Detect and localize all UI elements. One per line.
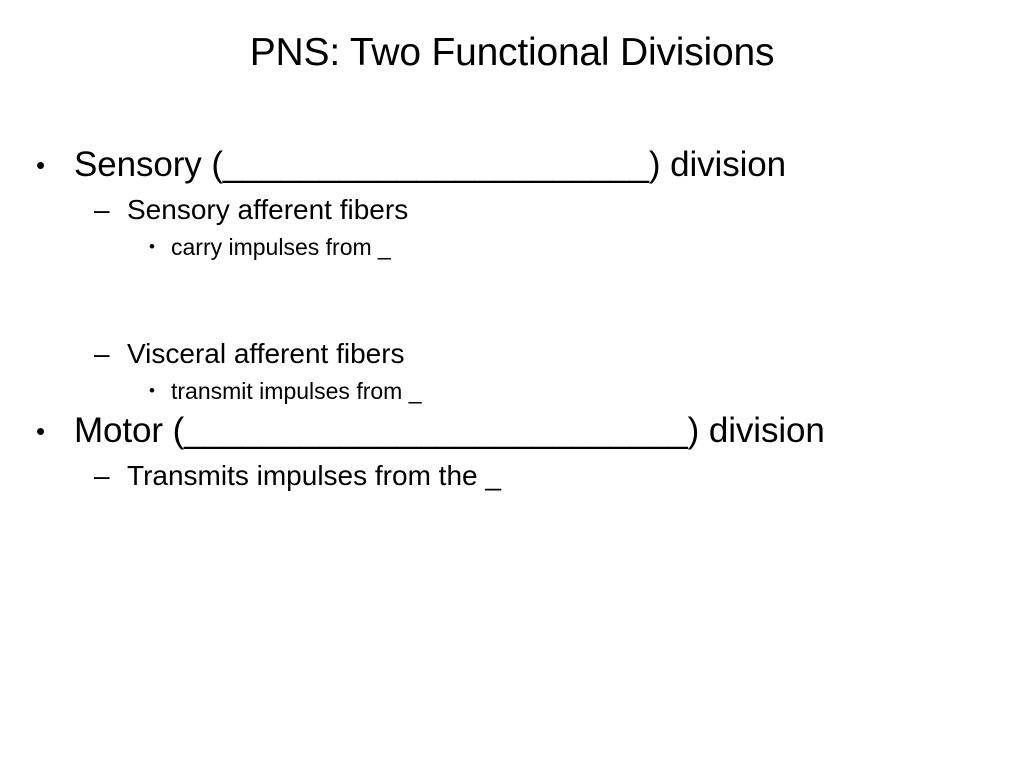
bullet-dot-icon: •: [149, 237, 155, 256]
blank-line: [36, 264, 988, 334]
bullet-text: carry impulses from _: [171, 234, 391, 260]
page-title: PNS: Two Functional Divisions: [249, 31, 775, 74]
bullet-dash-icon: –: [94, 194, 110, 225]
bullet-text: Sensory (______________________) divisio…: [74, 145, 787, 184]
bullet-text: Motor (__________________________) divis…: [74, 411, 825, 450]
bullet-text: Transmits impulses from the _: [127, 460, 501, 491]
bullet-level2-sensory-afferent: – Sensory afferent fibers: [36, 190, 988, 230]
bullet-dash-icon: –: [94, 338, 110, 369]
bullet-text: transmit impulses from _: [171, 378, 422, 404]
bullet-level1-motor: • Motor (__________________________) div…: [36, 408, 988, 454]
bullet-dot-icon: •: [36, 416, 46, 446]
bullet-dot-icon: •: [36, 150, 46, 180]
bullet-text: Sensory afferent fibers: [127, 194, 409, 225]
bullet-text: Visceral afferent fibers: [127, 338, 405, 369]
bullet-level2-visceral-afferent: – Visceral afferent fibers: [36, 334, 988, 374]
bullet-level3-carry-impulses: • carry impulses from _: [36, 230, 988, 264]
bullet-level3-transmit-impulses: • transmit impulses from _: [36, 374, 988, 408]
bullet-dot-icon: •: [149, 381, 155, 400]
slide-body: • Sensory (______________________) divis…: [36, 142, 988, 496]
bullet-level2-transmits-impulses: – Transmits impulses from the _: [36, 456, 988, 496]
bullet-dash-icon: –: [94, 460, 110, 491]
bullet-level1-sensory: • Sensory (______________________) divis…: [36, 142, 988, 188]
